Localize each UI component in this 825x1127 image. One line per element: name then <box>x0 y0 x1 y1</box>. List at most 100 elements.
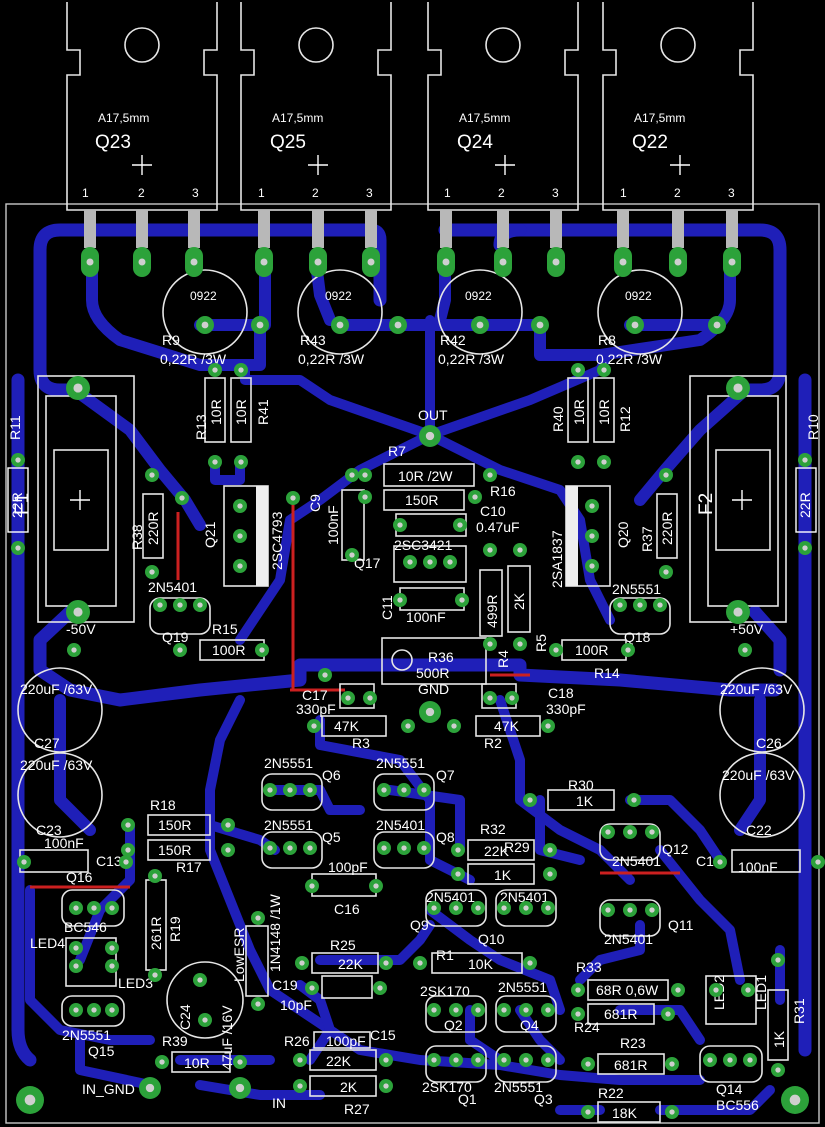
pad-hole <box>789 1094 801 1106</box>
part-number: 2SC4793 <box>269 511 285 570</box>
rail-label: +50V <box>730 621 764 637</box>
net-label-gnd: GND <box>418 681 449 697</box>
pin-number: 1 <box>258 186 265 200</box>
component-ref: R12 <box>617 406 633 432</box>
pad-hole <box>307 845 313 851</box>
pad-hole <box>383 1057 389 1063</box>
pad-hole <box>713 321 721 329</box>
pad-hole <box>401 845 407 851</box>
component-ref: R27 <box>344 1101 370 1117</box>
component-ref: R42 <box>440 332 466 348</box>
pad-hole <box>585 1061 591 1067</box>
pad-hole <box>91 1007 97 1013</box>
component-value: 220R <box>659 512 675 545</box>
component-ref: C9 <box>307 494 323 512</box>
pad-hole <box>349 472 355 478</box>
component-value: 2K <box>511 592 527 610</box>
component-ref: R31 <box>791 998 807 1024</box>
component-ref: R5 <box>533 634 549 652</box>
part-number: 2N5551 <box>264 755 313 771</box>
component-value: 499R <box>484 595 500 628</box>
component-value: 220uF /63V <box>20 757 93 773</box>
component-ref: Q18 <box>624 629 651 645</box>
component-ref: C22 <box>746 822 772 838</box>
component-ref: R10 <box>805 414 821 440</box>
component-ref: C24 <box>177 1004 193 1030</box>
pad-hole <box>575 459 581 465</box>
power-transistor-q23: A17,5mm Q23 1 2 3 <box>66 2 218 211</box>
pad-hole <box>297 1057 303 1063</box>
component-value: 10R <box>233 399 249 425</box>
pad-hole <box>552 258 560 266</box>
pad-hole <box>149 472 155 478</box>
pad-hole <box>649 907 655 913</box>
pad-hole <box>15 457 21 463</box>
pad-hole <box>212 459 218 465</box>
pin-number: 3 <box>192 186 199 200</box>
pad-hole <box>475 905 481 911</box>
pad-hole <box>381 787 387 793</box>
component-value: 220uF /63V <box>20 681 93 697</box>
component-ref: R14 <box>594 665 620 681</box>
pad-hole <box>86 258 94 266</box>
part-number: 2N5551 <box>62 1027 111 1043</box>
component-ref: C10 <box>480 503 506 519</box>
pad-hole <box>287 787 293 793</box>
pad-hole <box>517 547 523 553</box>
pad-hole <box>367 258 375 266</box>
part-number: 2N5551 <box>376 755 425 771</box>
component-ref: R43 <box>300 332 326 348</box>
pad-hole <box>109 963 115 969</box>
pad-hole <box>453 1057 459 1063</box>
pad-hole <box>383 1083 389 1089</box>
component-value: 2K <box>340 1079 358 1095</box>
pad-hole <box>509 695 515 701</box>
pad-hole <box>362 494 368 500</box>
power-transistor-q24: A17,5mm Q24 1 2 3 <box>427 2 579 211</box>
component-ref: C17 <box>302 687 328 703</box>
component-ref: R26 <box>284 1033 310 1049</box>
pad-hole <box>545 723 551 729</box>
pad-hole <box>815 859 821 865</box>
pad-hole <box>707 1057 713 1063</box>
pad-hole <box>125 822 131 828</box>
pad-hole <box>545 1057 551 1063</box>
pad-hole <box>212 367 218 373</box>
component-ref: C15 <box>370 1027 396 1043</box>
part-number: 2N5401 <box>500 889 549 905</box>
component-ref: Q22 <box>632 132 668 153</box>
pin-number: 2 <box>498 186 505 200</box>
pad-hole <box>73 945 79 951</box>
pad-hole <box>747 1057 753 1063</box>
component-value: 10R <box>208 399 224 425</box>
part-number: 2N5401 <box>148 579 197 595</box>
component-ref: Q21 <box>202 521 218 548</box>
component-ref: Q23 <box>95 132 131 153</box>
pad-hole <box>125 847 131 853</box>
pad-hole <box>259 647 265 653</box>
pad-hole <box>260 258 268 266</box>
pad-hole <box>523 1007 529 1013</box>
emitter-resistor-r42: 0922 R42 0,22R /3W <box>437 269 523 367</box>
component-value: 18K <box>612 1105 638 1121</box>
component-ref: C11 <box>379 595 395 620</box>
pad-hole <box>405 723 411 729</box>
power-transistor-q25: A17,5mm Q25 1 2 3 <box>240 2 392 211</box>
pad-hole <box>431 905 437 911</box>
pad-hole <box>407 559 413 565</box>
pad-hole <box>585 1109 591 1115</box>
pad-hole <box>575 367 581 373</box>
component-value: 1K <box>576 793 594 809</box>
component-value: 0,22R /3W <box>298 351 365 367</box>
pad-hole <box>717 859 723 865</box>
pad-hole <box>179 495 185 501</box>
pad-hole <box>476 321 484 329</box>
pad-hole <box>397 522 403 528</box>
component-value: 22K <box>484 843 510 859</box>
component-value: 22K <box>338 956 364 972</box>
component-ref: R25 <box>330 937 356 953</box>
component-value: 10pF <box>280 997 312 1013</box>
pad-hole <box>475 1007 481 1013</box>
pad-hole <box>523 1057 529 1063</box>
component-value: 0.47uF <box>476 519 520 535</box>
